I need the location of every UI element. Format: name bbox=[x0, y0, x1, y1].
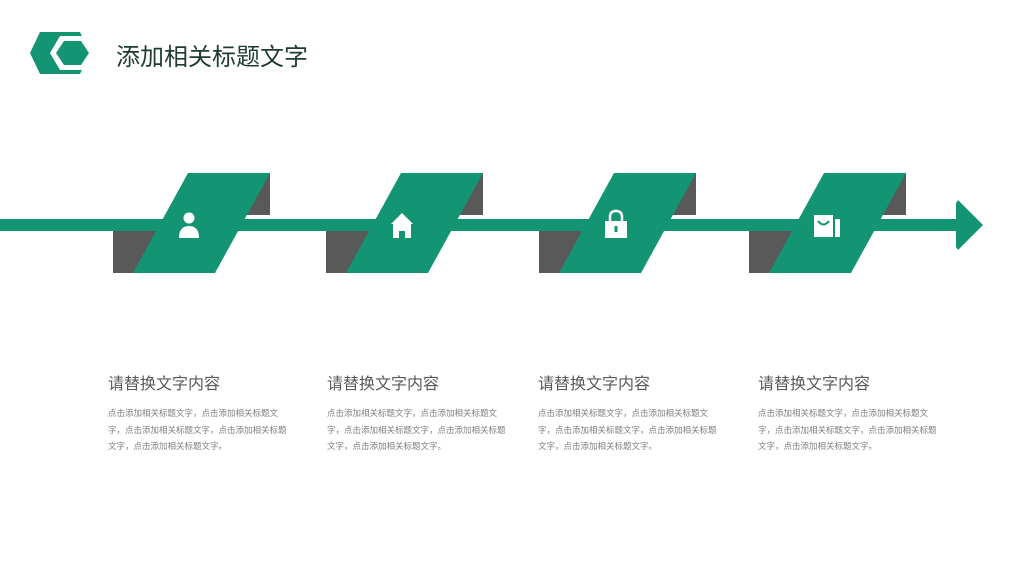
timeline-node-1 bbox=[113, 173, 270, 273]
shopping-bag-icon bbox=[814, 215, 840, 237]
step-description: 点击添加相关标题文字，点击添加相关标题文字，点击添加相关标题文字，点击添加相关标… bbox=[327, 409, 506, 452]
step-title: 请替换文字内容 bbox=[108, 374, 221, 393]
home-icon bbox=[391, 213, 413, 238]
step-title: 请替换文字内容 bbox=[758, 374, 871, 393]
step-text-4: 请替换文字内容 点击添加相关标题文字，点击添加相关标题文字，点击添加相关标题文字… bbox=[758, 370, 948, 456]
hexagon-logo-icon bbox=[30, 32, 94, 74]
step-text-2: 请替换文字内容 点击添加相关标题文字，点击添加相关标题文字，点击添加相关标题文字… bbox=[327, 370, 517, 456]
step-title: 请替换文字内容 bbox=[538, 374, 651, 393]
step-description: 点击添加相关标题文字，点击添加相关标题文字，点击添加相关标题文字，点击添加相关标… bbox=[108, 409, 287, 452]
step-text-3: 请替换文字内容 点击添加相关标题文字，点击添加相关标题文字，点击添加相关标题文字… bbox=[538, 370, 728, 456]
timeline-node-3 bbox=[539, 173, 696, 273]
step-title: 请替换文字内容 bbox=[327, 374, 440, 393]
timeline bbox=[0, 173, 983, 273]
user-icon bbox=[179, 212, 199, 238]
timeline-node-2 bbox=[326, 173, 483, 273]
step-description: 点击添加相关标题文字，点击添加相关标题文字，点击添加相关标题文字，点击添加相关标… bbox=[538, 409, 717, 452]
page-title: 添加相关标题文字 bbox=[116, 43, 308, 71]
timeline-arrow-head bbox=[956, 200, 983, 250]
lock-icon bbox=[605, 209, 627, 238]
step-description: 点击添加相关标题文字，点击添加相关标题文字，点击添加相关标题文字，点击添加相关标… bbox=[758, 409, 937, 452]
step-text-1: 请替换文字内容 点击添加相关标题文字，点击添加相关标题文字，点击添加相关标题文字… bbox=[108, 370, 298, 456]
